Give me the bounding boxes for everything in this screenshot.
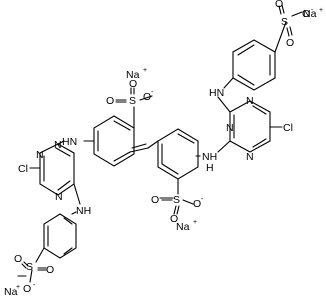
charge-plus-top-mid: + <box>143 67 147 74</box>
charge-minus-top-right: - <box>311 7 314 14</box>
charge-plus-bottom-left: + <box>16 284 20 291</box>
charge-minus-bottom-left: - <box>33 282 36 289</box>
atom-n-tri-left-3: N <box>55 191 63 203</box>
atom-hn-left: HN <box>62 136 77 148</box>
atom-o-left-benzene-a: O <box>106 95 114 107</box>
atom-hn-top: HN <box>209 87 224 99</box>
na-top-right: Na <box>303 8 317 20</box>
charge-minus-left-benzene: - <box>151 89 154 96</box>
atom-o-bottom-left-c: O <box>23 283 31 295</box>
triazine-left <box>39 143 75 196</box>
atom-cl-right: Cl <box>283 122 293 134</box>
atom-nh-bottom: NH <box>76 205 91 217</box>
atom-o-right-benzene-c: O <box>193 198 201 210</box>
atom-n-tri-left-1: N <box>54 139 62 151</box>
atom-o-left-benzene-c: O <box>143 91 151 103</box>
atom-h-right: H <box>206 162 214 174</box>
atom-o-top-right-a: O <box>275 0 283 10</box>
na-top-mid: Na <box>126 69 140 81</box>
atom-o-bottom-left-b: O <box>14 253 22 265</box>
charge-minus-right-benzene: - <box>201 196 204 203</box>
triazine-right <box>229 100 271 153</box>
atom-nh-right: NH <box>202 151 217 163</box>
atom-o-right-benzene-a: O <box>151 194 159 206</box>
atom-s-bottom-left: S <box>26 261 33 273</box>
atom-n-tri-right-2: N <box>226 122 234 134</box>
atom-labels: S O O O - Na + HN N N N Cl NH H Na + S O… <box>4 0 323 298</box>
ring-top-right <box>232 39 276 91</box>
atom-o-top-right-c: O <box>302 8 310 20</box>
na-bottom-mid: Na <box>176 221 190 233</box>
atom-o-right-benzene-b: O <box>170 213 178 225</box>
atom-n-tri-left-2: N <box>36 149 44 161</box>
atom-cl-left: Cl <box>18 163 28 175</box>
atom-s-right-benzene: S <box>173 194 180 206</box>
bond-lines <box>17 4 303 283</box>
ring-left-benzene <box>93 115 135 167</box>
atom-o-bottom-left-a: O <box>46 264 54 276</box>
charge-plus-bottom-mid: + <box>193 219 197 226</box>
atom-o-left-benzene-b: O <box>129 78 137 90</box>
ring-bottom-left <box>43 213 77 259</box>
ring-right-benzene <box>157 128 199 180</box>
atom-n-tri-right-3: N <box>246 151 254 163</box>
atom-n-tri-right-1: N <box>246 95 254 107</box>
atom-s-top-right: S <box>281 16 288 28</box>
atom-s-left-benzene: S <box>129 95 136 107</box>
atom-o-top-right-b: O <box>286 37 294 49</box>
charge-plus-top-right: + <box>319 7 323 14</box>
na-bottom-left: Na <box>4 286 18 298</box>
